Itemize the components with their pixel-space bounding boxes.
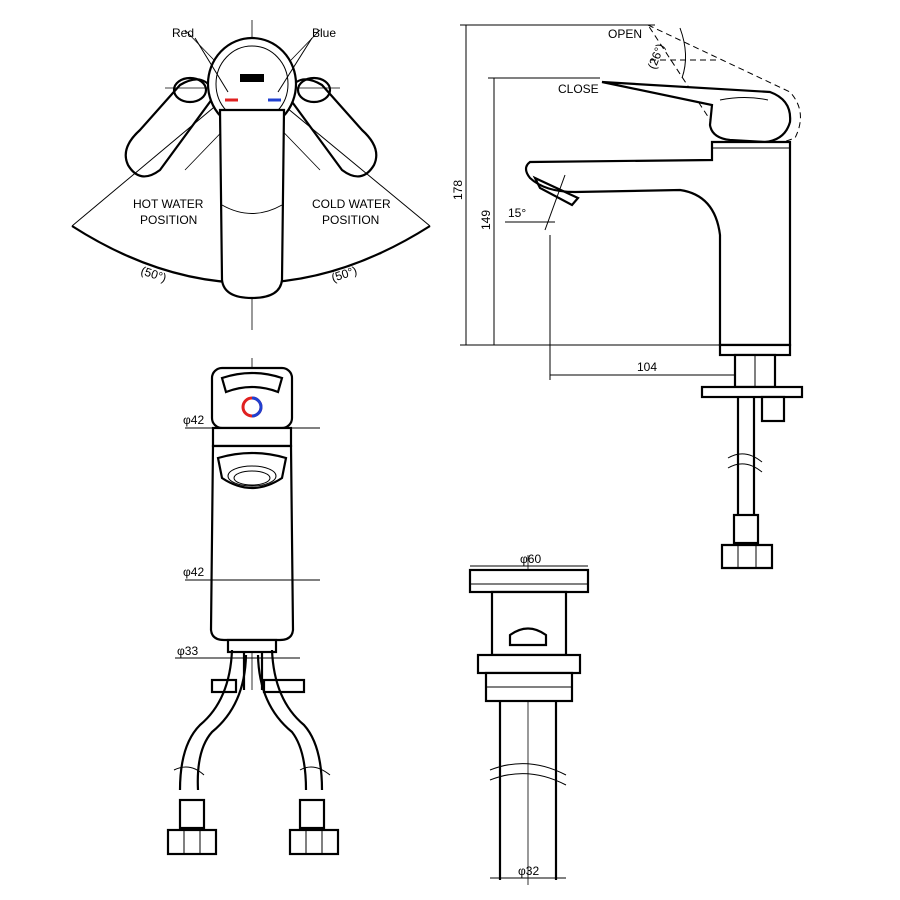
- spout-angle-line: [544, 174, 566, 231]
- aerator: [532, 175, 580, 207]
- mount-plate: [700, 385, 804, 399]
- cold-pivot: [296, 76, 332, 104]
- label-close: CLOSE: [558, 82, 599, 96]
- drain-slot: [508, 627, 548, 647]
- ferrule-right: [298, 798, 326, 830]
- label-angle-right: (50°): [330, 263, 359, 284]
- drain-view: φ60 φ32: [468, 552, 590, 885]
- hose-nut: [720, 543, 774, 570]
- label-cold-2: POSITION: [322, 213, 379, 227]
- sector-edge-right: [274, 97, 431, 227]
- handle-closed: [601, 80, 792, 144]
- sector-edge-left: [71, 97, 226, 227]
- dim-15: 15°: [508, 206, 526, 220]
- label-open: OPEN: [608, 27, 642, 41]
- faucet-body: [524, 140, 792, 347]
- front-body: [209, 444, 295, 642]
- drain-flange: [476, 653, 582, 675]
- nut-right: [288, 828, 340, 856]
- front-view: φ42 φ42 φ33: [166, 358, 340, 856]
- hose-right-inner: [256, 654, 308, 791]
- dim-drain-pipe: φ32: [518, 864, 539, 878]
- label-blue: Blue: [312, 26, 336, 40]
- front-base: [226, 638, 278, 654]
- base-flange: [718, 343, 792, 357]
- hose-right-outer: [270, 649, 324, 791]
- label-open-angle: (26°): [645, 42, 668, 71]
- handle-hot-position: [124, 78, 217, 178]
- front-aerator: [216, 451, 288, 489]
- aerator-ring-2: [233, 470, 271, 486]
- hose-left-outer: [178, 649, 234, 791]
- ferrule-left: [178, 798, 206, 830]
- front-collar: [211, 426, 293, 448]
- hose-ferrule: [732, 513, 760, 545]
- label-angle-left: (50°): [139, 264, 168, 285]
- aerator-ring-1: [227, 465, 277, 487]
- dim-178: 178: [451, 180, 465, 200]
- label-cold-1: COLD WATER: [312, 197, 391, 211]
- mount-nut: [760, 395, 786, 423]
- dim-149: 149: [479, 210, 493, 230]
- drain-cap: [468, 568, 590, 594]
- front-blue-indicator: [251, 396, 263, 418]
- dim-handle-dia: φ42: [183, 413, 204, 427]
- top-view: Red Blue HOT WATER POSITION COLD WATER P…: [71, 20, 431, 330]
- handle-grip-line: [221, 204, 283, 214]
- dim-body-dia: φ42: [183, 565, 204, 579]
- leader-red: [194, 37, 229, 93]
- label-red: Red: [172, 26, 194, 40]
- side-view: 178 149 OPEN (26°) CLOSE 15° 104: [451, 23, 804, 570]
- nut-left: [166, 828, 218, 856]
- label-hot-2: POSITION: [140, 213, 197, 227]
- hose-break-marks: [173, 766, 331, 776]
- drain-pipe: [498, 701, 558, 880]
- handle-cold-position: [285, 78, 378, 178]
- hose: [736, 397, 756, 520]
- hot-pivot: [172, 76, 208, 104]
- drain-break: [489, 763, 567, 786]
- handle-center: [218, 108, 286, 300]
- dim-drain-top: φ60: [520, 552, 541, 566]
- handle-detail: [719, 97, 769, 101]
- dim-base-dia: φ33: [177, 644, 198, 658]
- dim-104: 104: [637, 360, 657, 374]
- leader-blue: [277, 37, 313, 93]
- hose-left-inner: [196, 654, 248, 791]
- open-angle-arc: [679, 27, 686, 79]
- clamp-right: [262, 678, 306, 694]
- hose-break: [727, 453, 763, 473]
- label-hot-1: HOT WATER: [133, 197, 204, 211]
- front-handle-grip: [220, 371, 284, 394]
- brand-logo: [240, 74, 264, 82]
